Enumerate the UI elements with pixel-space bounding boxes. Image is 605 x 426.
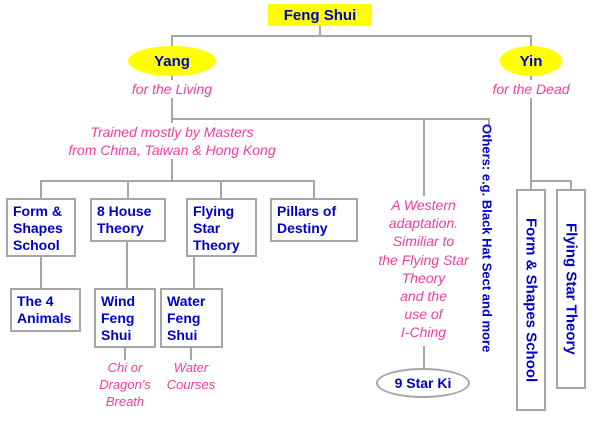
connector-line [193, 256, 195, 289]
node-form-shapes-school: Form & Shapes School [6, 198, 76, 257]
connector-line [171, 118, 490, 120]
connector-line [423, 346, 425, 368]
yin-flying-star-theory-label: Flying Star Theory [562, 223, 580, 355]
connector-line [171, 75, 173, 124]
connector-line [313, 180, 315, 198]
connector-line [171, 158, 173, 181]
node-water-feng-shui: Water Feng Shui [160, 288, 223, 348]
connector-line [570, 180, 572, 189]
node-the-4-animals: The 4 Animals [10, 288, 81, 332]
connector-line [220, 180, 222, 198]
node-yang: Yang [128, 46, 216, 76]
water-note: Water Courses [153, 360, 229, 394]
connector-line [40, 180, 42, 198]
yang-masters-note: Trained mostly by Masters from China, Ta… [38, 123, 306, 160]
connector-line [488, 118, 490, 126]
connector-line [530, 180, 572, 182]
connector-line [40, 180, 315, 182]
connector-line [319, 26, 321, 36]
western-adaptation-note: A Western adaptation. Similiar to the Fl… [376, 196, 471, 342]
node-pillars-of-destiny: Pillars of Destiny [270, 198, 358, 242]
others-vertical-note: Others: e.g. Black Hat Sect and more [477, 124, 497, 416]
connector-line [423, 118, 425, 196]
yin-subtitle: for the Dead [478, 80, 584, 99]
connector-line [127, 180, 129, 198]
node-wind-feng-shui: Wind Feng Shui [94, 288, 156, 348]
connector-line [126, 241, 128, 289]
node-9-star-ki: 9 Star Ki [376, 368, 470, 398]
connector-line [530, 180, 532, 189]
connector-line [190, 347, 192, 360]
node-yin: Yin [500, 46, 562, 76]
connector-line [124, 347, 126, 360]
connector-line [530, 75, 532, 182]
connector-line [171, 35, 532, 37]
node-flying-star-theory: Flying Star Theory [186, 198, 257, 257]
connector-line [40, 256, 42, 289]
connector-line [171, 36, 173, 47]
yang-subtitle: for the Living [110, 80, 234, 99]
node-yin-flying-star-theory: Flying Star Theory [556, 189, 586, 389]
connector-line [530, 36, 532, 47]
node-8-house-theory: 8 House Theory [90, 198, 166, 242]
wind-note: Chi or Dragon's Breath [86, 360, 164, 411]
yin-form-shapes-school-label: Form & Shapes School [522, 217, 540, 383]
node-feng-shui: Feng Shui [268, 4, 372, 26]
others-vertical-note-text: Others: e.g. Black Hat Sect and more [479, 124, 495, 353]
node-yin-form-shapes-school: Form & Shapes School [516, 189, 546, 411]
